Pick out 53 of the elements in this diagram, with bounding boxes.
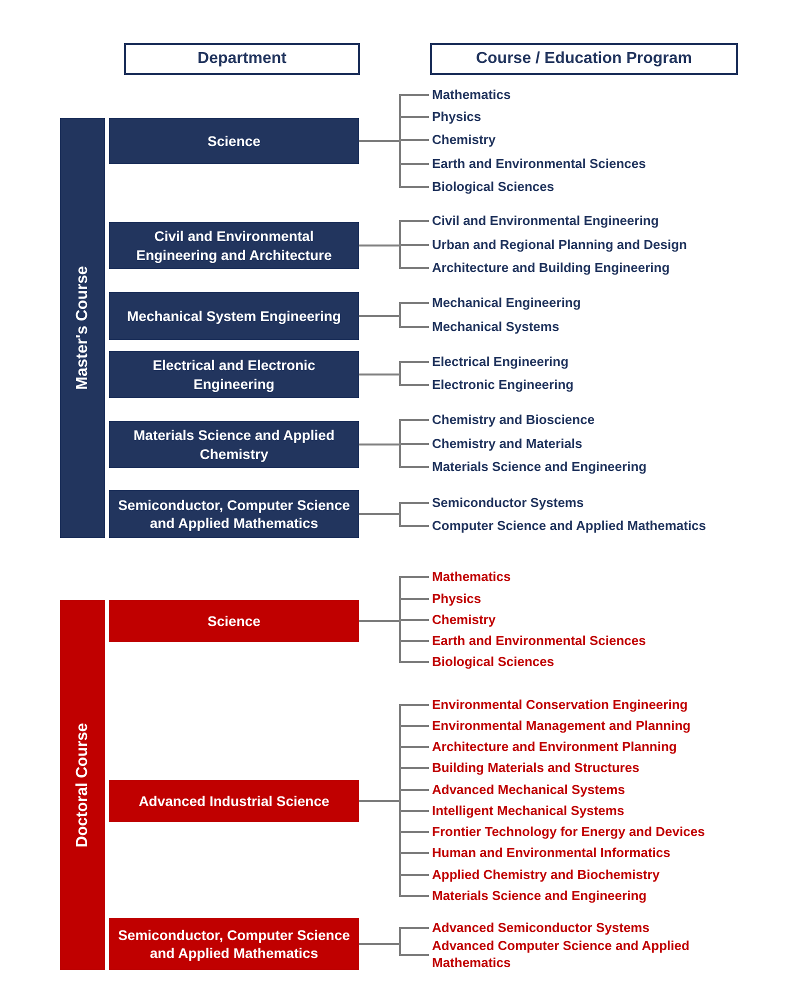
program-label: Advanced Computer Science and Applied Mathematics [429, 937, 749, 973]
program-label: Human and Environmental Informatics [429, 843, 749, 863]
program-label: Environmental Management and Planning [429, 716, 749, 736]
program-label: Computer Science and Applied Mathematics [429, 516, 749, 536]
program-label: Chemistry [429, 610, 749, 630]
program-label: Civil and Environmental Engineering [429, 211, 749, 231]
program-label: Mathematics [429, 85, 749, 105]
connector-line [359, 444, 429, 468]
column-header: Department [124, 43, 360, 75]
program-label: Mathematics [429, 567, 749, 587]
connector-line [359, 513, 429, 527]
course-band: Master's Course [60, 118, 105, 538]
connector-line [359, 374, 429, 386]
program-label: Applied Chemistry and Biochemistry [429, 865, 749, 885]
program-label: Physics [429, 589, 749, 609]
department-box: Civil and Environmental Engineering and Architecture [109, 222, 359, 269]
connector-line [359, 244, 429, 269]
program-label: Electronic Engineering [429, 375, 749, 395]
program-label: Frontier Technology for Energy and Devices [429, 822, 749, 842]
department-box: Mechanical System Engineering [109, 292, 359, 340]
program-label: Chemistry and Bioscience [429, 410, 749, 430]
program-label: Semiconductor Systems [429, 493, 749, 513]
department-box: Science [109, 600, 359, 642]
program-label: Architecture and Building Engineering [429, 258, 749, 278]
program-label: Advanced Mechanical Systems [429, 780, 749, 800]
program-label: Chemistry [429, 130, 749, 150]
program-label: Materials Science and Engineering [429, 457, 749, 477]
department-box: Semiconductor, Computer Science and Applied Mathematics [109, 918, 359, 970]
connector-line [359, 943, 429, 956]
department-box: Advanced Industrial Science [109, 780, 359, 822]
program-label: Biological Sciences [429, 177, 749, 197]
department-box: Science [109, 118, 359, 164]
program-label: Physics [429, 107, 749, 127]
program-label: Biological Sciences [429, 652, 749, 672]
program-label: Environmental Conservation Engineering [429, 695, 749, 715]
program-label: Earth and Environmental Sciences [429, 154, 749, 174]
department-box: Electrical and Electronic Engineering [109, 351, 359, 398]
program-label: Electrical Engineering [429, 352, 749, 372]
connector-line [359, 315, 429, 328]
program-label: Mechanical Engineering [429, 293, 749, 313]
program-label: Urban and Regional Planning and Design [429, 235, 749, 255]
column-header: Course / Education Program [430, 43, 738, 75]
department-box: Semiconductor, Computer Science and Applied Mathematics [109, 490, 359, 538]
program-label: Building Materials and Structures [429, 758, 749, 778]
program-label: Advanced Semiconductor Systems [429, 918, 749, 938]
course-band: Doctoral Course [60, 600, 105, 970]
program-label: Intelligent Mechanical Systems [429, 801, 749, 821]
program-label: Earth and Environmental Sciences [429, 631, 749, 651]
program-label: Architecture and Environment Planning [429, 737, 749, 757]
program-label: Materials Science and Engineering [429, 886, 749, 906]
program-label: Chemistry and Materials [429, 434, 749, 454]
department-box: Materials Science and Applied Chemistry [109, 421, 359, 468]
program-label: Mechanical Systems [429, 317, 749, 337]
